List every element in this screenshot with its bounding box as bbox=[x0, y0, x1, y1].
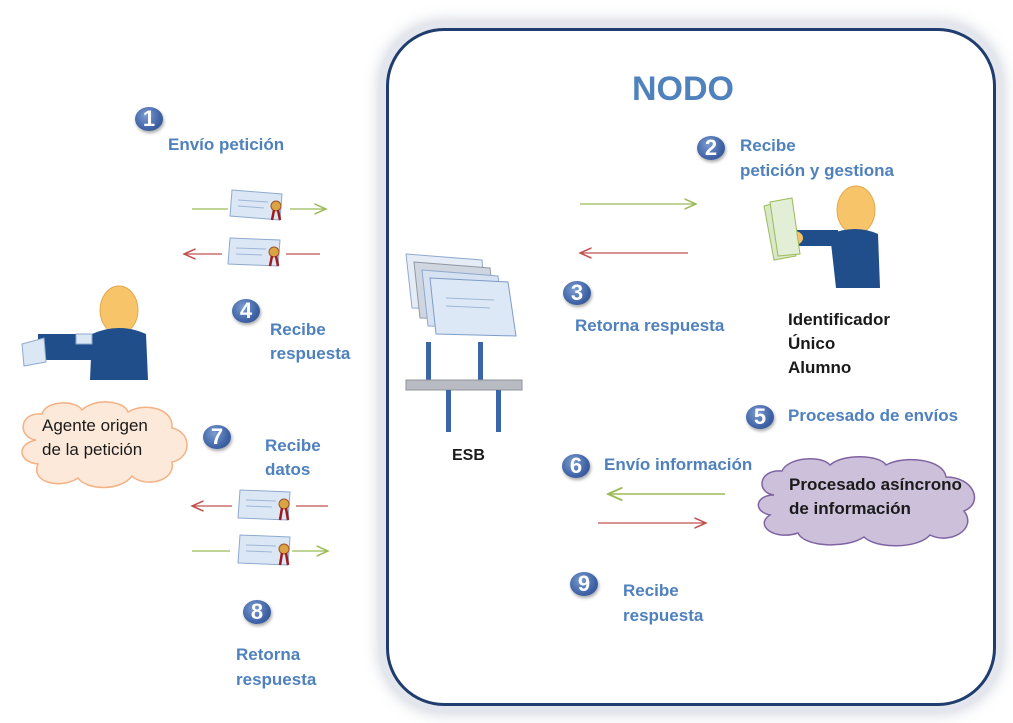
step-7-label-line1: Recibe bbox=[265, 436, 321, 455]
step-2-label-line2: petición y gestiona bbox=[740, 161, 894, 180]
async-cloud-line1: Procesado asíncrono bbox=[789, 475, 962, 494]
identifier-line3: Alumno bbox=[788, 358, 852, 377]
step-6-label: Envío información bbox=[604, 455, 753, 474]
step-4-label-line1: Recibe bbox=[270, 320, 326, 339]
step-9-label-line2: respuesta bbox=[623, 606, 704, 625]
step-3-badge: 3 bbox=[563, 281, 591, 305]
nodo-container bbox=[386, 28, 996, 706]
step-2-label-line1: Recibe bbox=[740, 136, 796, 155]
agent-person-icon bbox=[21, 285, 148, 380]
envelope-icon bbox=[227, 237, 281, 267]
envelope-icon bbox=[229, 189, 283, 221]
agent-cloud-line1: Agente origen bbox=[42, 416, 148, 435]
envelope-icon bbox=[237, 489, 291, 521]
step-5-badge: 5 bbox=[746, 405, 774, 429]
agent-cloud bbox=[21, 401, 188, 489]
step-8-label-line1: Retorna bbox=[236, 645, 301, 664]
identifier-line2: Único bbox=[788, 334, 836, 353]
step-1-label: Envío petición bbox=[168, 135, 285, 154]
step-7-label-line2: datos bbox=[265, 460, 311, 479]
envelope-icon bbox=[237, 534, 291, 566]
step-9-badge: 9 bbox=[570, 572, 598, 596]
step-5-label: Procesado de envíos bbox=[788, 406, 959, 425]
step-4-label-line2: respuesta bbox=[270, 344, 351, 363]
identifier-line1: Identificador bbox=[788, 310, 891, 329]
esb-server-icon bbox=[405, 253, 523, 432]
agent-cloud-line2: de la petición bbox=[42, 440, 143, 459]
async-cloud bbox=[757, 456, 976, 547]
step-4-badge: 4 bbox=[232, 299, 260, 323]
node-person-icon bbox=[763, 185, 880, 288]
step-8-label-line2: respuesta bbox=[236, 670, 317, 689]
step-8-badge: 8 bbox=[243, 600, 271, 624]
step-3-label: Retorna respuesta bbox=[575, 316, 725, 335]
step-6-badge: 6 bbox=[562, 454, 590, 478]
step-1-badge: 1 bbox=[135, 107, 163, 131]
step-9-label-line1: Recibe bbox=[623, 581, 679, 600]
step-7-badge: 7 bbox=[203, 425, 231, 449]
step-2-badge: 2 bbox=[697, 136, 725, 160]
esb-label: ESB bbox=[452, 447, 485, 464]
nodo-title: NODO bbox=[632, 70, 734, 108]
async-cloud-line2: de información bbox=[789, 499, 911, 518]
